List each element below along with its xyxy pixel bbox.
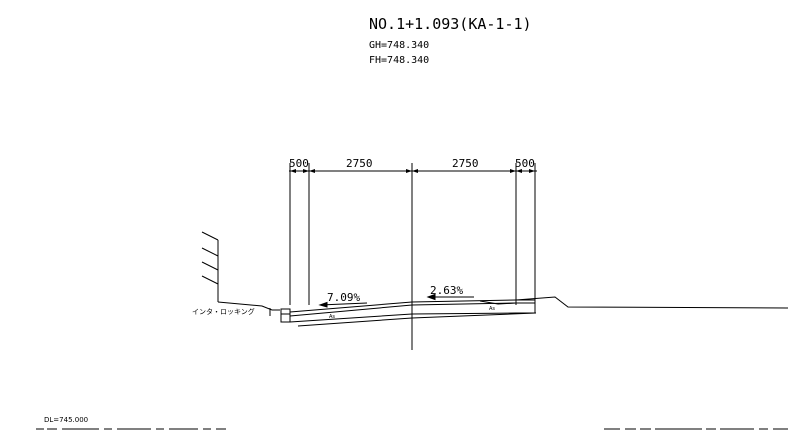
formation-height: FH=748.340	[369, 55, 429, 66]
pavement-section	[289, 296, 788, 327]
layer-code-right: As	[489, 306, 495, 312]
slope-right-label: 2.63%	[430, 284, 463, 297]
dimension-arrows	[290, 169, 535, 173]
dim-left-shoulder: 500	[289, 157, 309, 170]
layer-code-left: As	[329, 314, 335, 320]
cut-slope	[201, 231, 280, 311]
slope-left-label: 7.09%	[327, 291, 360, 304]
interlocking-label: インタ・ロッキング	[192, 307, 255, 316]
station-title: NO.1+1.093(KA-1-1)	[369, 15, 532, 33]
ground-height: GH=748.340	[369, 40, 429, 51]
dim-right-lane: 2750	[452, 157, 479, 170]
dim-left-lane: 2750	[346, 157, 373, 170]
datum-label: DL=745.000	[44, 416, 88, 424]
slope-arrows	[318, 293, 474, 308]
dim-right-shoulder: 500	[515, 157, 535, 170]
